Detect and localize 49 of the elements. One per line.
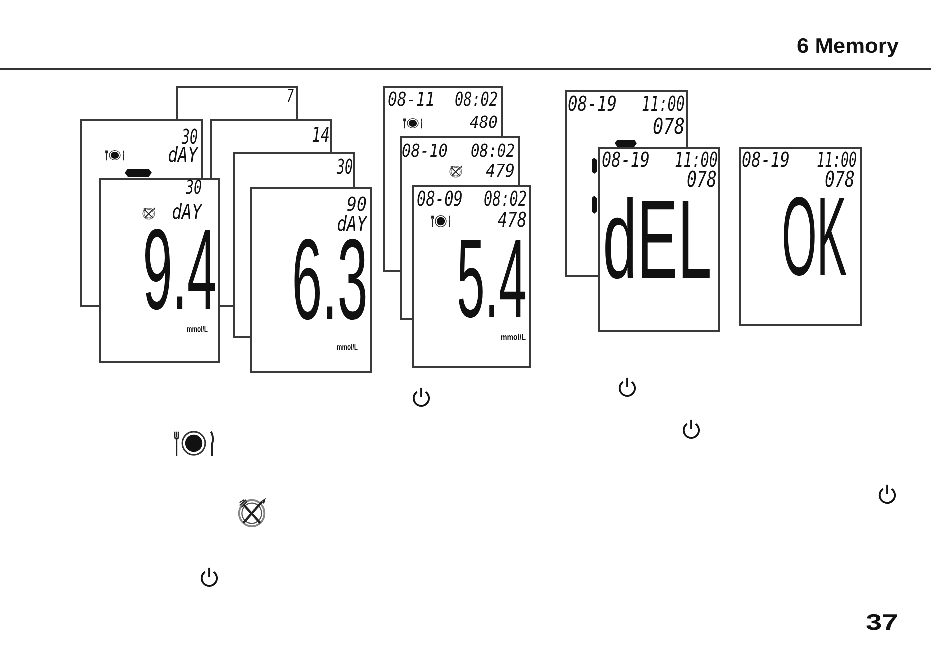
lcd-digits: 5.4 (457, 234, 527, 324)
lcd-reading: 90 (347, 197, 367, 214)
lcd-reading: 08:02 (484, 191, 527, 209)
lcd-screen (176, 86, 298, 119)
lcd-reading: 078 (687, 172, 717, 191)
lcd-reading: 11:00 (675, 152, 718, 170)
page-number: 37 (866, 612, 898, 634)
unit-label: mmol/L (501, 332, 526, 342)
lcd-screen (383, 86, 503, 136)
lcd-reading: 08:02 (471, 144, 515, 160)
lcd-reading: 11:00 (817, 152, 857, 170)
lcd-reading: 30 (182, 129, 198, 147)
lcd-digits: 9.4 (143, 224, 217, 316)
lcd-reading: 30 (186, 180, 202, 196)
lcd-screen (99, 178, 220, 363)
lcd-screen (233, 152, 355, 187)
lcd-digits: 6.3 (292, 234, 368, 326)
lcd-reading: 14 (312, 127, 330, 145)
lcd-reading: 08-10 (402, 144, 448, 160)
unit-label: mmol/L (187, 324, 208, 334)
unit-label: mmol/L (337, 342, 358, 352)
lcd-reading: dAY (168, 147, 198, 165)
lcd-reading: 08-11 (388, 92, 435, 108)
lcd-reading: 078 (653, 119, 685, 138)
lcd-reading: 7 (287, 89, 294, 104)
lcd-reading: dAY (172, 204, 202, 222)
lcd-reading: 30 (337, 159, 353, 177)
lcd-digits: dEL (603, 194, 712, 284)
lcd-reading: 479 (486, 164, 515, 180)
lcd-reading: 08-19 (568, 96, 617, 114)
lcd-reading: 480 (470, 116, 498, 130)
lcd-screen (739, 147, 862, 326)
lcd-reading: 08-19 (742, 152, 790, 170)
lcd-screen (412, 185, 531, 368)
lcd-reading: 11:00 (642, 96, 685, 114)
lcd-screen (80, 119, 203, 178)
lcd-reading: 078 (825, 172, 855, 191)
section-title: 6 Memory (797, 37, 899, 58)
lcd-screen (250, 187, 372, 373)
lcd-screen (210, 119, 332, 152)
lcd-digits: OK (782, 192, 847, 282)
lcd-screen (400, 136, 520, 185)
lcd-reading: 08-19 (602, 152, 650, 170)
lcd-reading: 478 (498, 212, 527, 230)
lcd-reading: 08-09 (417, 191, 463, 209)
lcd-screen (598, 147, 720, 332)
lcd-reading: dAY (337, 216, 367, 234)
lcd-reading: 08:02 (455, 92, 498, 108)
lcd-screen (565, 90, 688, 147)
